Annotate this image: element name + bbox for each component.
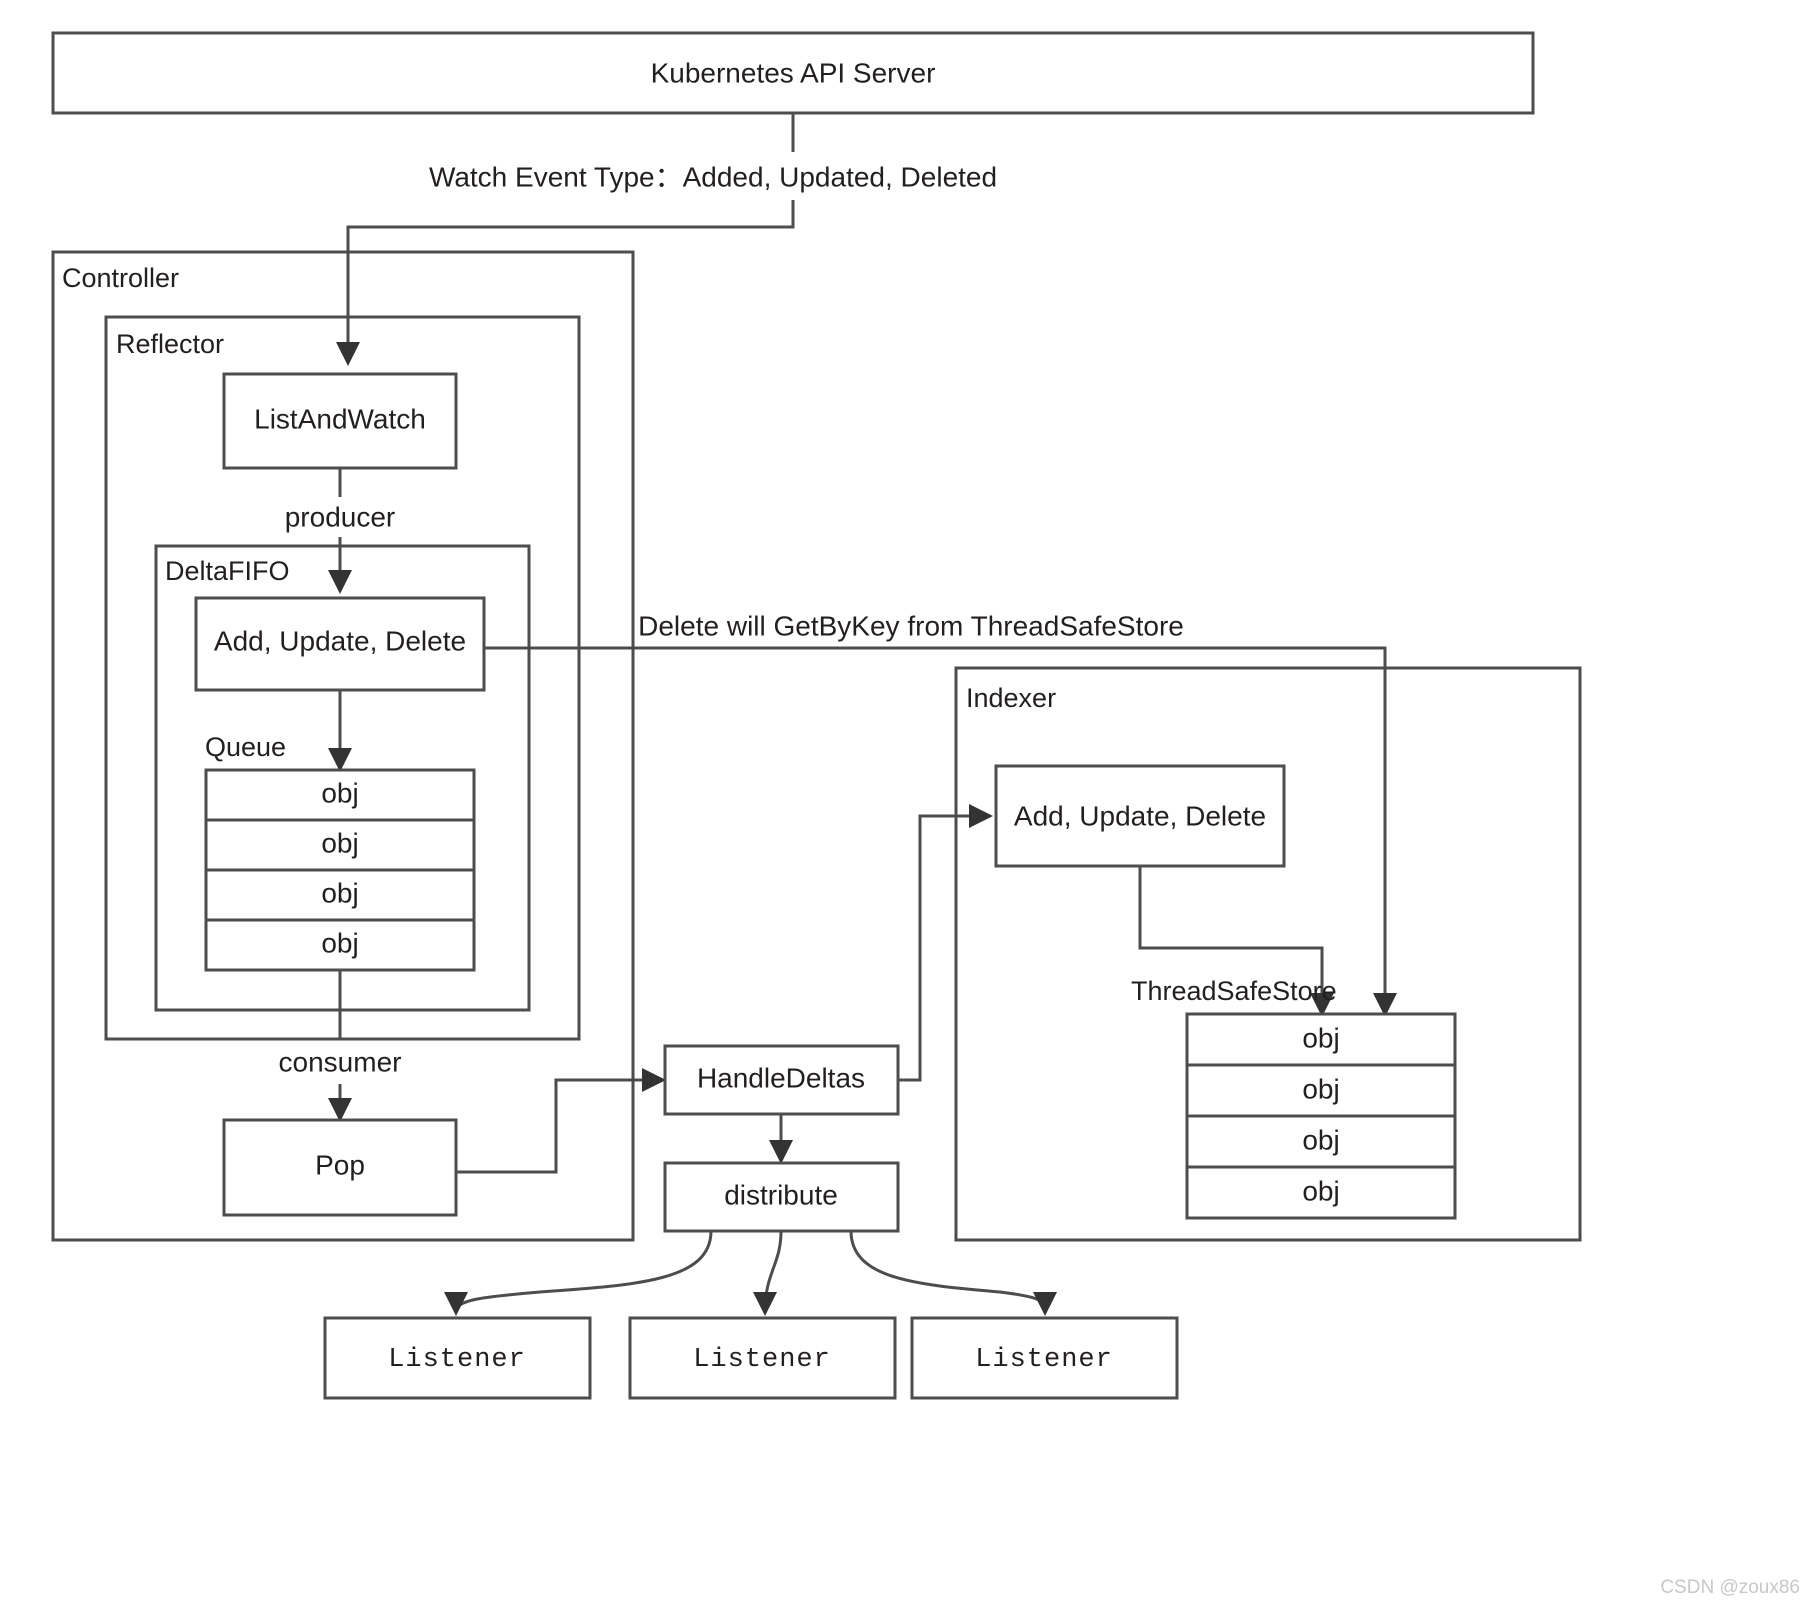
listener-row: Listener Listener Listener <box>323 1316 1179 1400</box>
pop-to-handledeltas-line <box>456 1068 666 1174</box>
listener-box-2 <box>910 1316 1179 1400</box>
api-server-label: Kubernetes API Server <box>651 57 936 88</box>
queue-item-2 <box>204 868 476 922</box>
store-item-label-1: obj <box>1302 1073 1339 1104</box>
pop-box <box>222 1118 458 1217</box>
delete-getbykey-label: Delete will GetByKey from ThreadSafeStor… <box>638 610 1184 641</box>
pop-label: Pop <box>315 1149 365 1180</box>
distribute-label: distribute <box>724 1179 838 1210</box>
queue-label: Queue <box>205 732 286 762</box>
reflector-group-label: Reflector <box>116 329 224 359</box>
producer-label: producer <box>285 501 396 532</box>
watermark: CSDN @zoux86 <box>1660 1577 1800 1598</box>
listener-box-1 <box>628 1316 897 1400</box>
consumer-label: consumer <box>279 1046 402 1077</box>
store-item-0 <box>1185 1012 1457 1067</box>
list-and-watch-label: ListAndWatch <box>254 403 426 434</box>
controller-group-label: Controller <box>62 263 179 293</box>
reflector-group-box <box>104 315 581 1041</box>
threadsafestore-label: ThreadSafeStore <box>1131 976 1337 1006</box>
delete-getbykey-line <box>484 646 1397 1017</box>
indexer-group-box <box>954 666 1582 1242</box>
handledeltas-to-indexer-line <box>898 804 993 1082</box>
watch-to-listandwatch-line <box>336 200 795 366</box>
queue-item-label-2: obj <box>321 877 358 908</box>
fifo-ops-box <box>194 596 486 692</box>
handle-deltas-box <box>663 1044 900 1116</box>
store-item-label-3: obj <box>1302 1175 1339 1206</box>
queue-item-label-3: obj <box>321 927 358 958</box>
store-item-label-0: obj <box>1302 1022 1339 1053</box>
store-item-1 <box>1185 1063 1457 1118</box>
store-item-3 <box>1185 1165 1457 1220</box>
watch-event-label: Watch Event Type：Added, Updated, Deleted <box>429 161 997 192</box>
queue-stack: obj obj obj obj <box>204 768 476 972</box>
listener-label-2: Listener <box>975 1345 1113 1375</box>
store-item-label-2: obj <box>1302 1124 1339 1155</box>
distribute-to-listener-1-line <box>753 1230 783 1316</box>
threadsafestore-stack: obj obj obj obj <box>1185 1012 1457 1220</box>
queue-item-label-0: obj <box>321 777 358 808</box>
indexer-group-label: Indexer <box>966 683 1056 713</box>
queue-item-0 <box>204 768 476 822</box>
indexer-ops-box <box>994 764 1286 868</box>
queue-item-label-1: obj <box>321 827 358 858</box>
store-item-2 <box>1185 1114 1457 1169</box>
controller-group-box <box>51 250 635 1242</box>
indexer-to-store-line <box>1138 866 1334 1017</box>
distribute-to-listener-2-line <box>849 1230 1057 1316</box>
deltafifo-group-box <box>154 544 531 1012</box>
indexer-ops-label: Add, Update, Delete <box>1014 800 1266 831</box>
listener-label-0: Listener <box>388 1345 526 1375</box>
fifo-ops-label: Add, Update, Delete <box>214 625 466 656</box>
distribute-to-listener-0-line <box>444 1230 713 1316</box>
listener-label-1: Listener <box>693 1345 831 1375</box>
api-server-box <box>51 31 1535 115</box>
list-and-watch-box <box>222 372 458 470</box>
queue-item-3 <box>204 918 476 972</box>
deltafifo-group-label: DeltaFIFO <box>165 556 290 586</box>
listener-box-0 <box>323 1316 592 1400</box>
handle-deltas-label: HandleDeltas <box>697 1062 865 1093</box>
